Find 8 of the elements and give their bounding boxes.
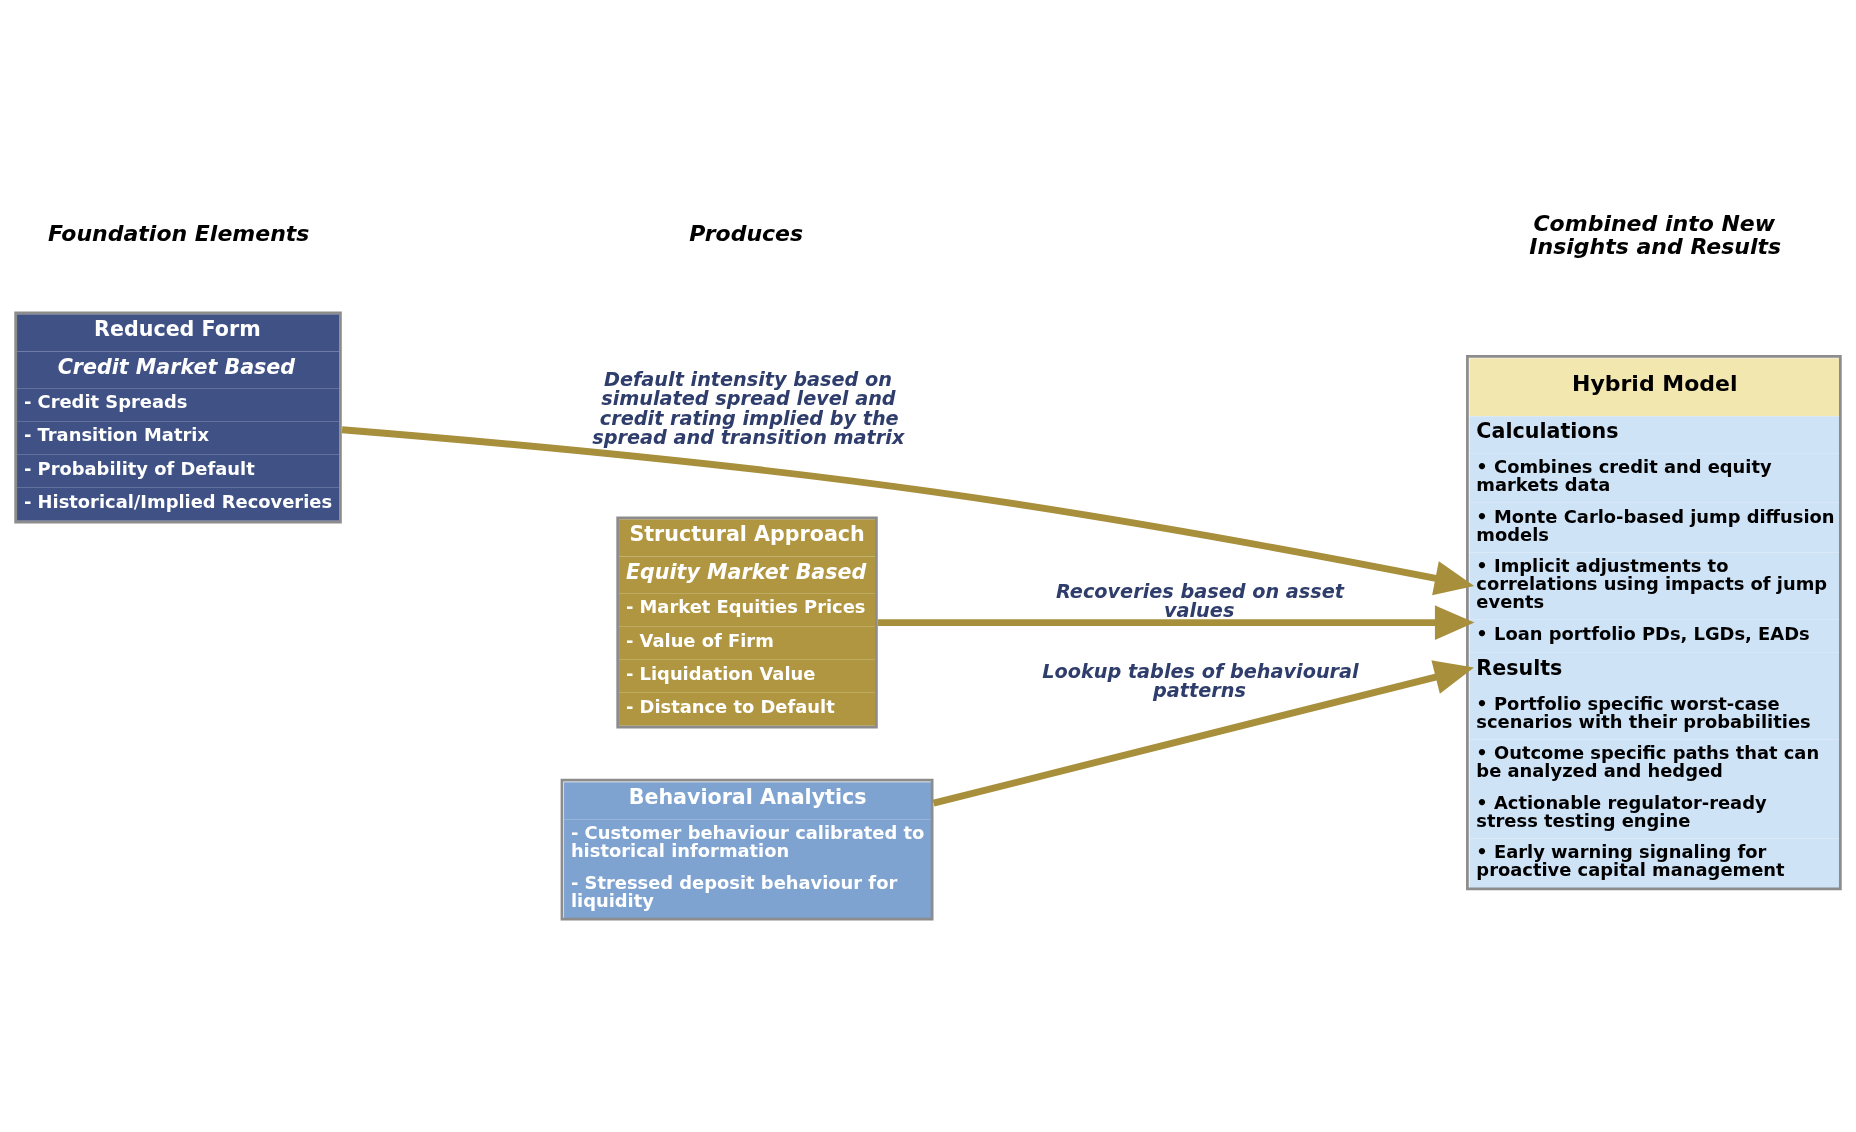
label: Foundation Elements	[48, 220, 310, 246]
label: Combined into New Insights and Results	[1529, 210, 1782, 259]
edge-label: Lookup tables of behavioural patterns	[1042, 659, 1359, 702]
edge-label: Default intensity based on simulated spread level and credit rating implied by the spread and transition matrix	[592, 367, 905, 449]
label: Produces	[689, 220, 804, 246]
arrow	[877, 604, 1475, 640]
arrow	[932, 659, 1474, 806]
edge-label: Recoveries based on asset values	[1055, 579, 1345, 622]
